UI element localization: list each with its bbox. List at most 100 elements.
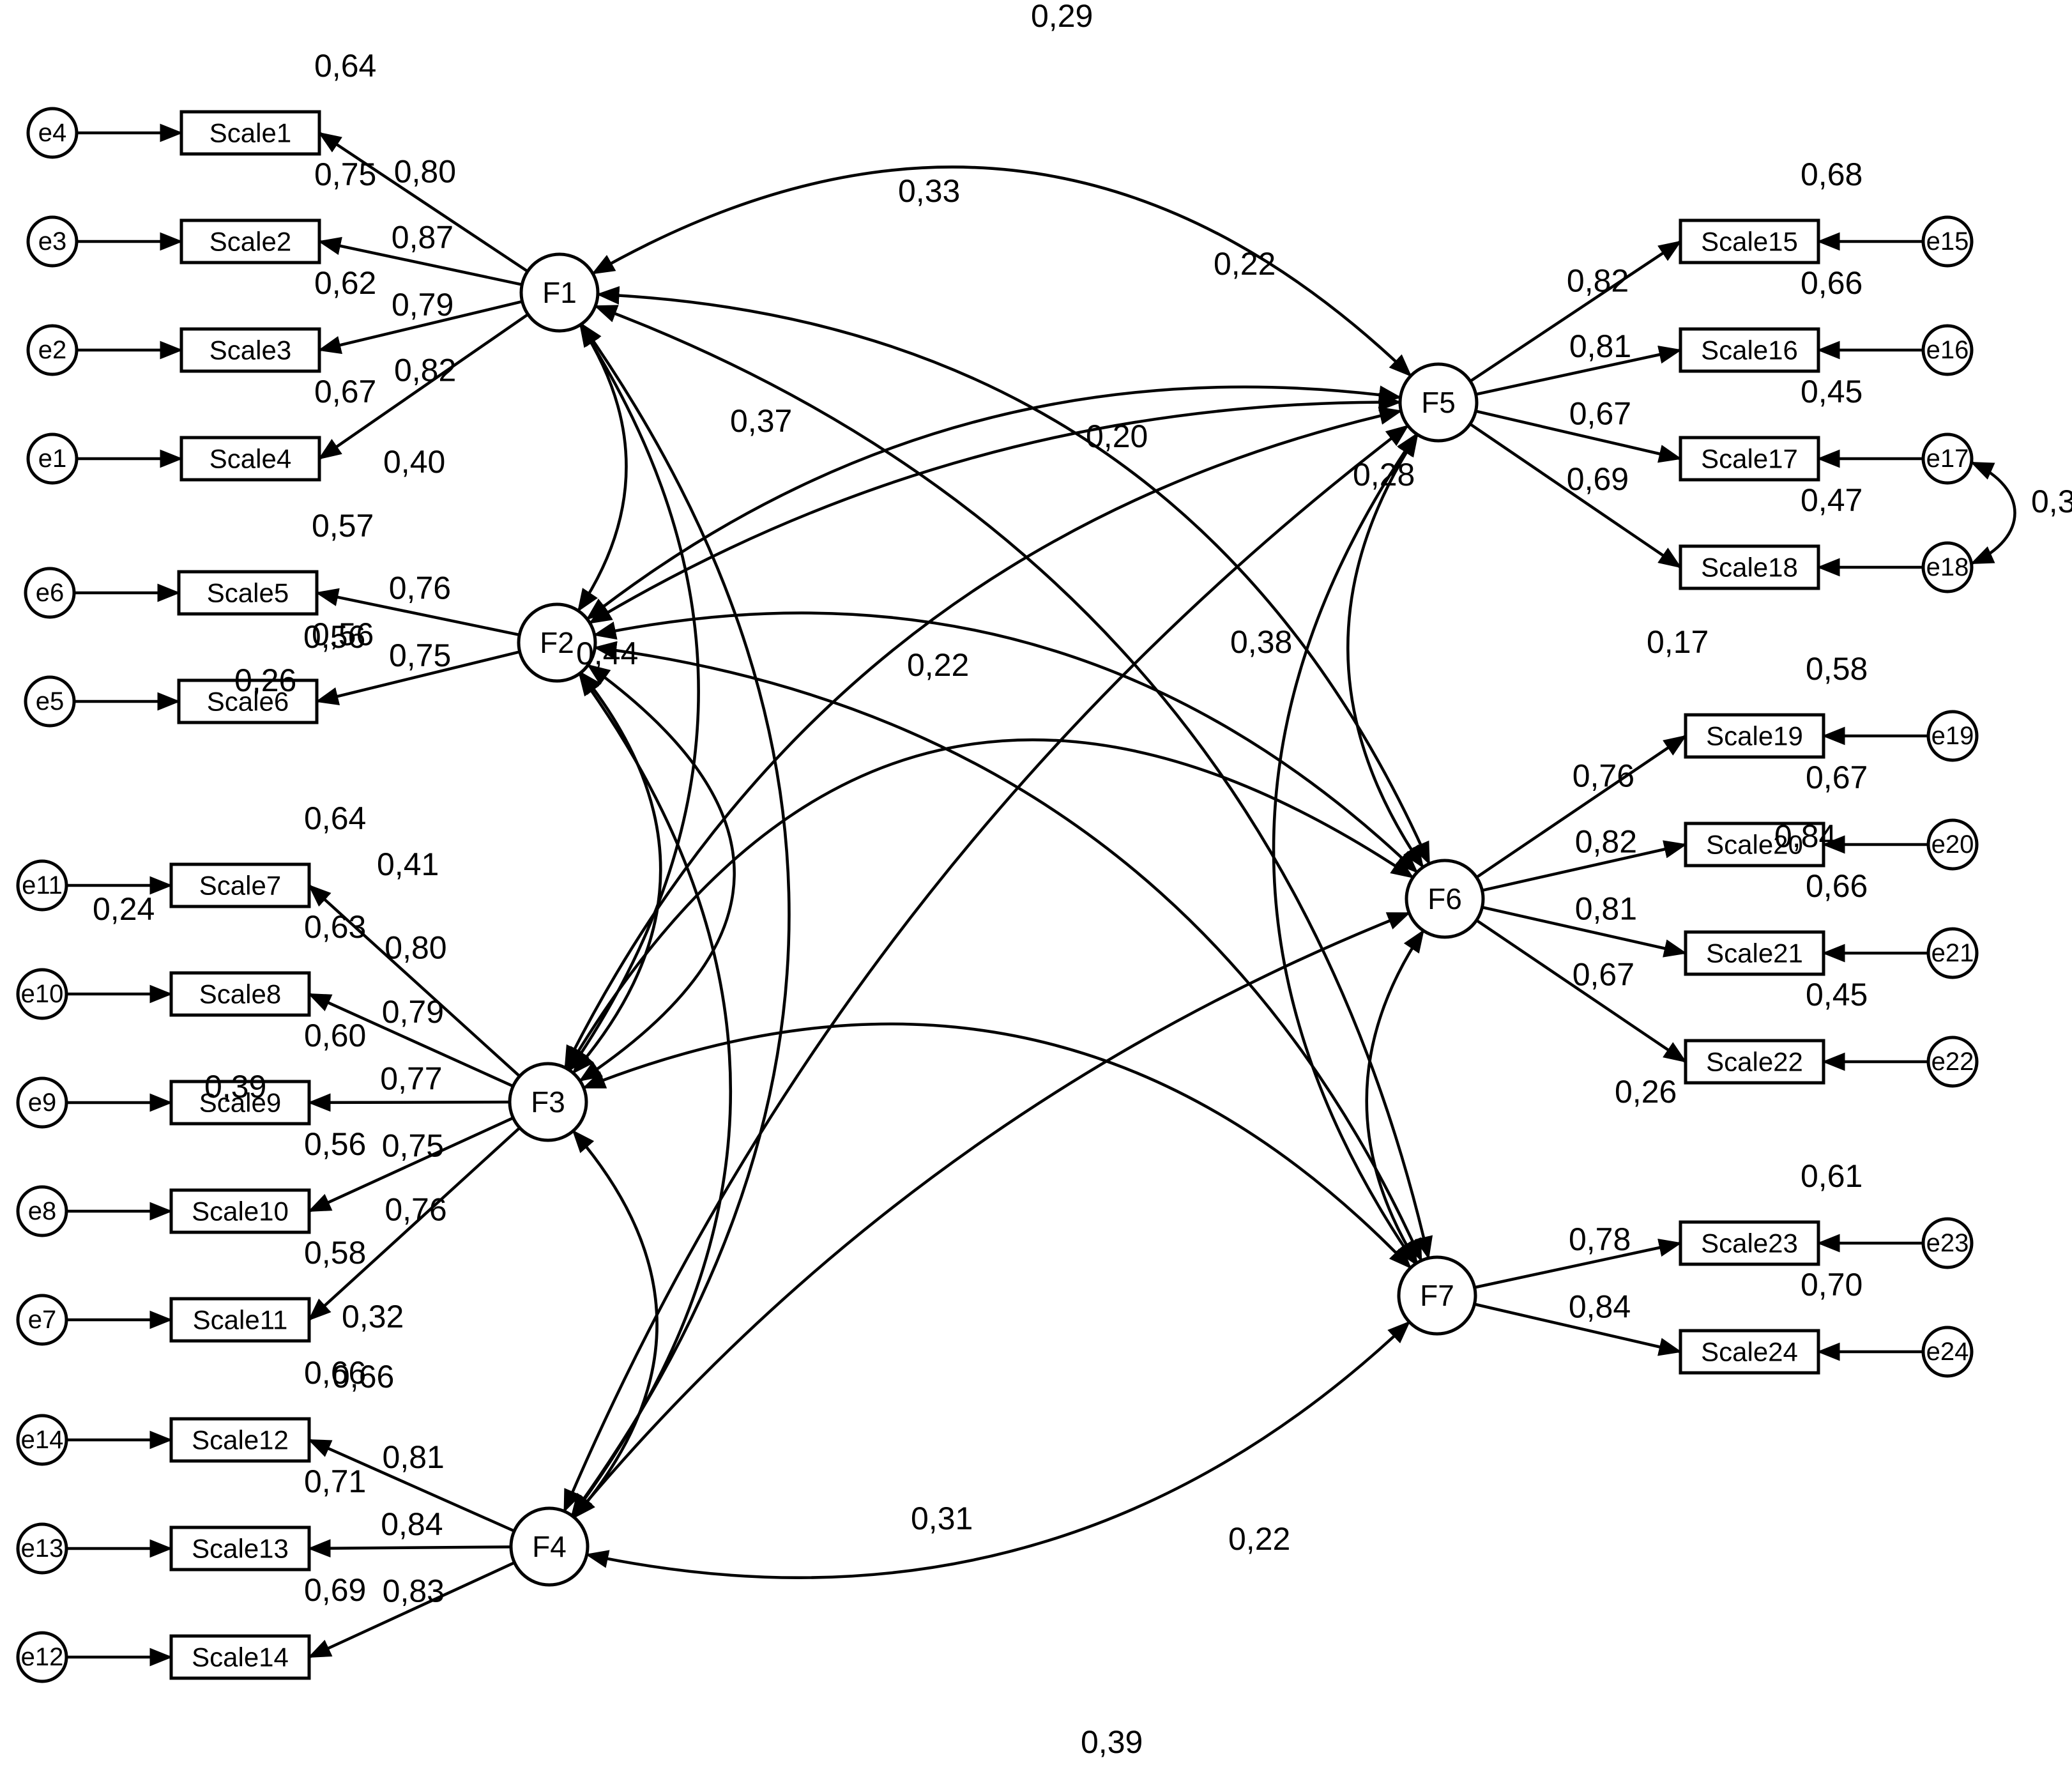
loading-path [307,992,514,1088]
indicator-scale22: Scale22 [1684,1039,1825,1085]
r-squared-label: 0,67 [1806,760,1868,795]
error-term-e16: e16 [1921,324,1974,376]
indicator-box [1679,327,1820,373]
error-circle [1921,324,1974,376]
indicator-scale11: Scale11 [169,1297,311,1343]
indicator-box [179,436,321,482]
error-term-e14: e14 [16,1414,68,1466]
correlation-label: 0,39 [1081,1724,1143,1760]
r-squared-label: 0,57 [312,508,374,544]
loading-label: 0,82 [1575,823,1637,859]
indicator-label: Scale10 [192,1197,289,1227]
error-label: e23 [1926,1229,1969,1257]
error-label: e5 [36,687,65,715]
error-circle [16,1185,68,1237]
loading-path [317,236,522,286]
indicator-scale18: Scale18 [1679,544,1820,590]
latent-label: F4 [532,1530,567,1563]
loading-label: 0,82 [394,352,456,388]
error-label: e16 [1926,336,1969,364]
latent-circle [508,1062,588,1142]
indicator-scale9: Scale9 [169,1080,311,1126]
loading-path [315,588,520,637]
r-squared-label: 0,63 [304,909,366,945]
error-label: e21 [1931,939,1974,967]
r-squared-label: 0,45 [1806,977,1868,1013]
loading-label: 0,84 [381,1506,443,1542]
error-term-e21: e21 [1926,927,1979,979]
indicator-label: Scale5 [207,578,289,608]
loading-path [307,1093,510,1112]
loading-path [1475,346,1682,396]
correlation-arc-f3-f2 [579,664,736,1082]
loading-label: 0,87 [392,219,453,255]
latent-f1: F1 [519,252,600,333]
error-term-e23: e23 [1921,1217,1974,1269]
indicator-label: Scale18 [1701,553,1798,583]
error-circle [1926,818,1979,871]
error-label: e13 [21,1534,64,1563]
correlation-label: 0,44 [576,636,638,671]
indicator-label: Scale24 [1701,1337,1798,1367]
correlation-arc-f5-f6 [1346,433,1424,869]
indicator-label: Scale12 [192,1425,289,1455]
error-label: e2 [38,336,67,364]
r-squared-label: 0,67 [314,374,376,409]
indicator-box [1684,713,1825,759]
indicator-box [179,327,321,373]
loading-label: 0,69 [1567,461,1629,497]
error-term-e7: e7 [16,1294,68,1346]
error-label: e11 [22,871,63,899]
r-squared-label: 0,47 [1801,482,1863,518]
r-squared-label: 0,64 [304,800,366,836]
loading-path [317,300,523,355]
indicator-box [1684,930,1825,976]
error-term-e22: e22 [1926,1036,1979,1088]
correlation-arc-f1-f3 [568,323,700,1072]
loading-label: 0,79 [382,994,444,1030]
error-label: e1 [38,445,67,473]
error-term-e11: e11 [16,859,68,912]
indicator-label: Scale14 [192,1642,289,1672]
error-term-e3: e3 [26,215,79,268]
indicator-scale21: Scale21 [1684,930,1825,976]
indicator-box [179,110,321,156]
error-label: e18 [1926,553,1969,581]
loading-label: 0,84 [1569,1288,1631,1324]
loading-label: 0,76 [385,1192,446,1228]
indicator-label: Scale4 [209,444,291,474]
latent-f2: F2 [517,602,597,683]
indicator-scale2: Scale2 [179,218,321,264]
indicator-label: Scale13 [192,1534,289,1564]
indicator-scale6: Scale6 [177,678,319,724]
indicator-scale7: Scale7 [169,862,311,908]
r-squared-label: 0,62 [314,265,376,301]
error-term-e4: e4 [26,107,79,159]
error-circle [16,1414,68,1466]
indicator-scale24: Scale24 [1679,1329,1820,1375]
indicator-box [169,1525,311,1571]
loading-label: 0,75 [389,638,451,673]
indicator-scale14: Scale14 [169,1634,311,1680]
r-squared-label: 0,69 [304,1572,366,1608]
indicator-box [1679,1220,1820,1266]
error-term-e13: e13 [16,1522,68,1575]
loading-label: 0,67 [1573,956,1634,992]
error-circle [1921,215,1974,268]
error-term-e2: e2 [26,324,79,376]
r-squared-label: 0,45 [1801,374,1863,409]
correlation-label: 0,39 [204,1069,266,1105]
error-circle [26,107,79,159]
r-squared-label: 0,66 [1801,265,1863,301]
indicator-label: Scale20 [1706,830,1803,860]
loading-path [308,1126,521,1321]
correlation-label: 0,56 [303,619,365,655]
loading-label: 0,75 [382,1128,444,1163]
error-label: e14 [21,1426,64,1454]
correlation-arc-f4-f6 [572,912,1411,1518]
r-squared-label: 0,58 [1806,651,1868,687]
loading-path [1475,919,1687,1063]
correlation-label: 0,66 [332,1359,394,1395]
error-circle [16,1076,68,1129]
